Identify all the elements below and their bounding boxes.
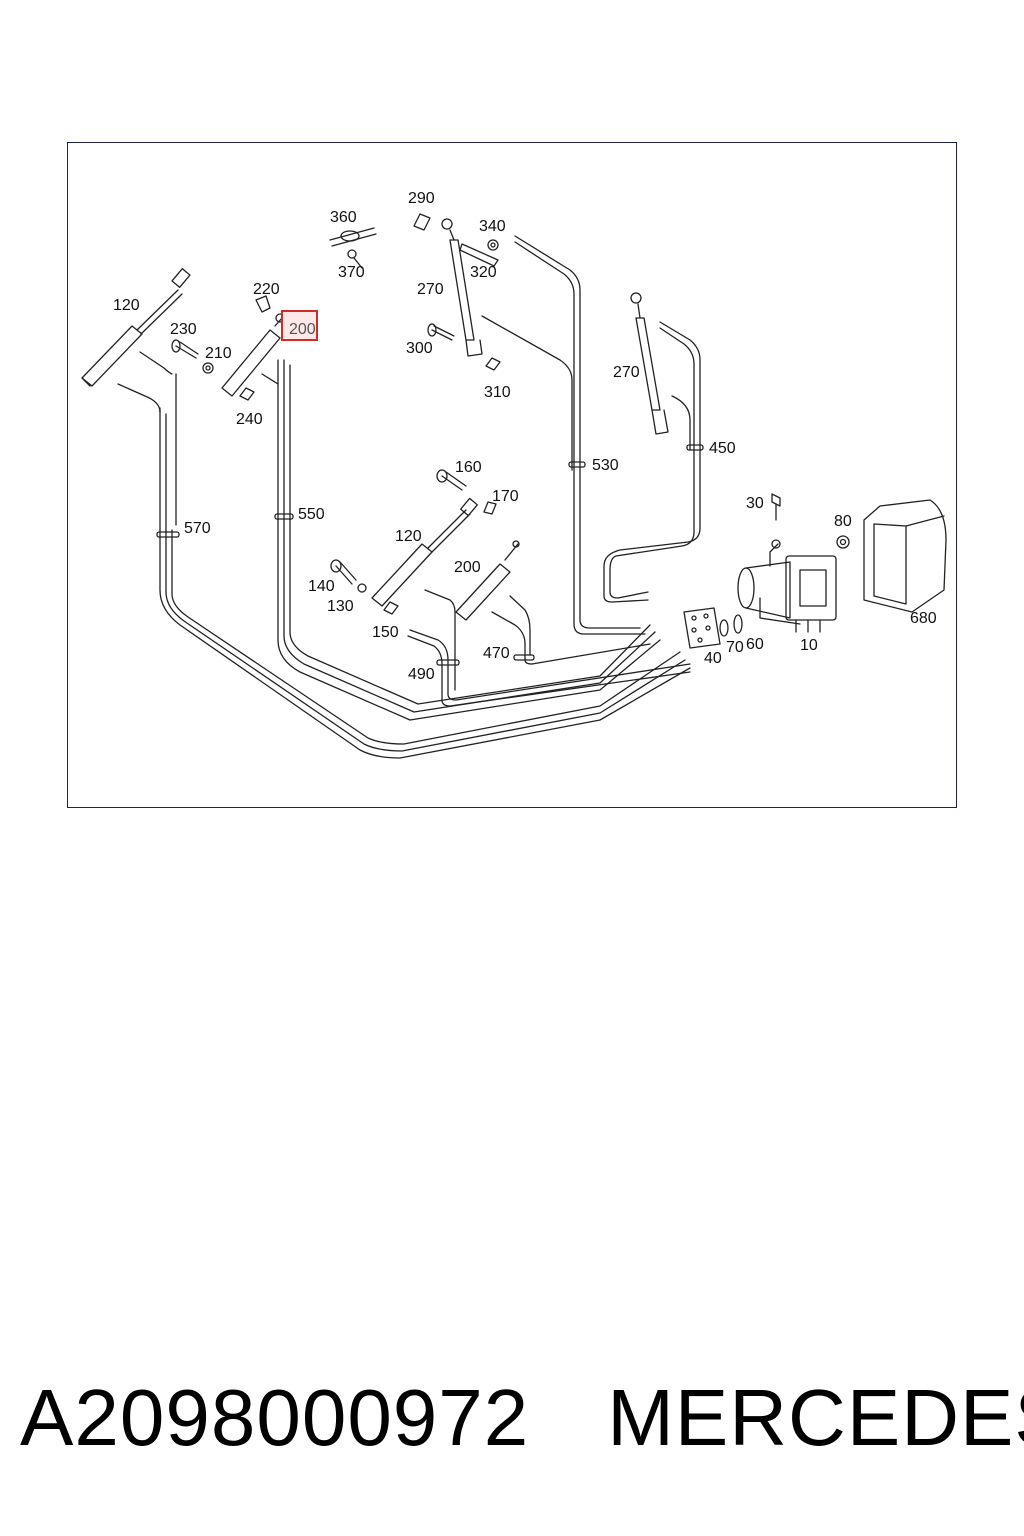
label-550: 550	[298, 506, 325, 523]
label-360: 360	[330, 209, 357, 226]
label-450: 450	[709, 440, 736, 457]
hydraulic-cylinder-270-top	[441, 218, 483, 357]
label-300: 300	[406, 340, 433, 357]
highlight-box-200	[281, 310, 318, 341]
label-270-top: 270	[417, 281, 444, 298]
hydraulic-cylinder-200-middle	[455, 540, 520, 621]
small-parts	[171, 213, 850, 615]
pump-cover-680	[863, 499, 947, 613]
label-200-highlighted[interactable]: 200	[289, 321, 316, 338]
hydraulic-cylinder-120-middle	[371, 497, 478, 607]
label-530: 530	[592, 457, 619, 474]
label-210: 210	[205, 345, 232, 362]
label-570: 570	[184, 520, 211, 537]
part-labels: 120 230 210 220 200 240 360 370 290 340 …	[113, 190, 937, 683]
label-240: 240	[236, 411, 263, 428]
label-40: 40	[704, 650, 722, 667]
seals-and-plate	[683, 607, 743, 649]
label-30: 30	[746, 495, 764, 512]
label-340: 340	[479, 218, 506, 235]
label-130: 130	[327, 598, 354, 615]
label-320: 320	[470, 264, 497, 281]
label-80: 80	[834, 513, 852, 530]
label-270-right: 270	[613, 364, 640, 381]
label-680: 680	[910, 610, 937, 627]
label-140: 140	[308, 578, 335, 595]
label-230: 230	[170, 321, 197, 338]
brand-name: MERCEDES	[607, 1373, 1024, 1462]
caption: A2098000972 MERCEDES	[20, 1368, 1024, 1468]
label-490: 490	[408, 666, 435, 683]
label-220: 220	[253, 281, 280, 298]
label-10: 10	[800, 637, 818, 654]
part-number: A2098000972	[20, 1373, 530, 1462]
hydraulic-pump-10	[737, 539, 837, 633]
label-310: 310	[484, 384, 511, 401]
hydraulic-cylinder-120-left	[81, 268, 191, 387]
label-470: 470	[483, 645, 510, 662]
label-150: 150	[372, 624, 399, 641]
label-290: 290	[408, 190, 435, 207]
label-70: 70	[726, 639, 744, 656]
label-120-middle: 120	[395, 528, 422, 545]
line-clips	[156, 444, 704, 666]
label-60: 60	[746, 636, 764, 653]
label-370: 370	[338, 264, 365, 281]
diagram-frame	[67, 142, 957, 808]
label-170: 170	[492, 488, 519, 505]
label-200-middle: 200	[454, 559, 481, 576]
hydraulic-line-bundle	[117, 235, 701, 759]
label-120-left: 120	[113, 297, 140, 314]
hydraulic-cylinder-270-right	[630, 292, 669, 435]
label-160: 160	[455, 459, 482, 476]
